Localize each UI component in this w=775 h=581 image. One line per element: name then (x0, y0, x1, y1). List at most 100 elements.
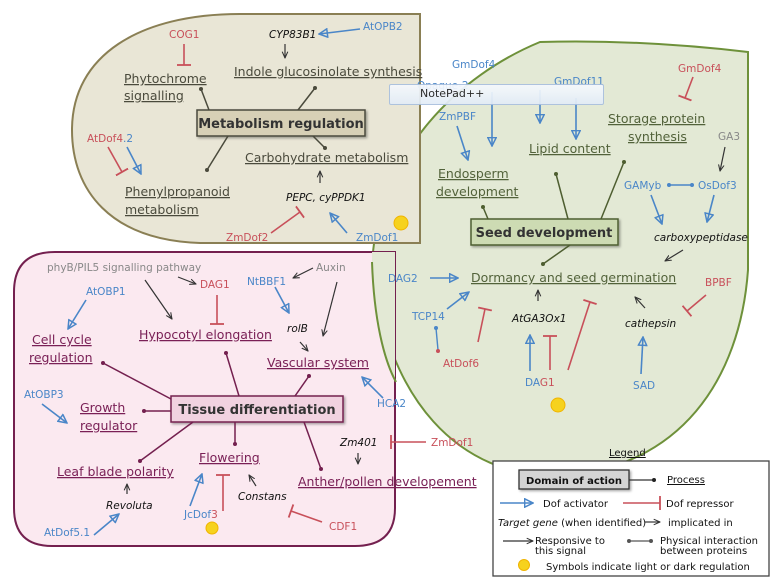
gene-cyp83b1: CYP83B1 (269, 29, 316, 41)
activate-arrow (446, 292, 469, 310)
legend-responsive-label-2: this signal (535, 546, 586, 557)
regulator-cog1: COG1 (169, 29, 199, 41)
connector (102, 362, 172, 400)
connector (206, 135, 229, 171)
activate-arrow (93, 514, 119, 536)
legend-repressor-label: Dof repressor (666, 499, 734, 510)
legend-domain-label: Domain of action (526, 476, 622, 487)
legend-target-gene: Target gene (when identified) (498, 518, 646, 529)
activate-arrow (362, 377, 384, 399)
activate-arrow (319, 29, 361, 34)
metabolism-content: COG1 Phytochrome signalling CYP83B1 AtOP… (87, 21, 422, 244)
regulator-zmpbf: ZmPBF (439, 111, 476, 123)
sun-icon (393, 215, 409, 231)
responsive-arrow (293, 267, 314, 278)
process-storage-protein: Storage protein (608, 111, 705, 126)
domain-label-metabolism: Metabolism regulation (198, 117, 364, 132)
activate-arrow (126, 146, 141, 174)
domain-box-seed (470, 218, 619, 246)
repress-arrow (270, 205, 305, 234)
signal-ga3: GA3 (718, 131, 740, 143)
domain-label-seed: Seed development (476, 226, 613, 241)
regulator-zmdof1: ZmDof1 (356, 232, 398, 244)
process-storage-protein-2: synthesis (628, 129, 687, 144)
connector (139, 421, 194, 462)
process-dormancy: Dormancy and seed germination (471, 270, 676, 285)
connector (482, 206, 489, 220)
process-cell-cycle-2: regulation (29, 350, 93, 365)
gene-constans: Constans (238, 491, 287, 503)
regulator-gamyb: GAMyb (624, 180, 662, 192)
connector (600, 161, 625, 220)
regulator-tcp14: TCP14 (411, 311, 445, 323)
activate-arrow (641, 337, 643, 375)
legend-sun-icon (518, 559, 530, 571)
regulator-dag1: DAG1 (525, 377, 555, 389)
connector (225, 352, 240, 397)
regulator-atopb2: AtOPB2 (363, 21, 403, 33)
gene-atga3ox1: AtGA3Ox1 (511, 313, 566, 325)
legend-implicated-label: implicated in (668, 518, 733, 529)
regulator-gmdof4-activator: GmDof4 (452, 59, 496, 71)
repress-arrow (477, 306, 493, 343)
legend-process-label: Process (667, 475, 705, 486)
signal-phyb-pil5: phyB/PIL5 signalling pathway (47, 262, 201, 274)
regulator-bpbf: BPBF (705, 277, 732, 289)
activate-arrow (68, 299, 87, 329)
process-endosperm-2: development (436, 184, 519, 199)
responsive-arrow (144, 279, 172, 319)
regulator-atobp3: AtOBP3 (24, 389, 64, 401)
process-growth-2: regulator (80, 418, 138, 433)
implicated-arrow (665, 249, 684, 261)
process-phytochrome-2: signalling (124, 88, 184, 103)
regulator-zmdof2: ZmDof2 (226, 232, 268, 244)
regulator-gmdof4-repressor: GmDof4 (678, 63, 722, 75)
legend-physical-label-2: between proteins (660, 546, 747, 557)
repress-arrow (567, 298, 597, 371)
regulator-sad: SAD (633, 380, 655, 392)
implicated-arrow (249, 475, 257, 487)
activate-arrow (456, 125, 468, 160)
regulator-ntbbf1: NtBBF1 (247, 276, 286, 288)
process-flowering: Flowering (199, 450, 260, 465)
sun-icon (205, 521, 219, 535)
physical-interaction-line (435, 327, 439, 351)
regulator-dag1: DAG1 (200, 279, 230, 291)
activate-arrow (330, 213, 348, 234)
responsive-arrow (720, 146, 726, 171)
seed-content: GmDof4 Opaque-2 GmDof11 ZmPBF Endosperm … (388, 59, 748, 419)
connector (297, 87, 316, 111)
connector (200, 88, 210, 111)
gene-carboxypeptidase: carboxypeptidase (654, 232, 748, 244)
process-vascular: Vascular system (267, 355, 369, 370)
repress-arrow (107, 146, 129, 177)
process-cell-cycle: Cell cycle (32, 332, 92, 347)
responsive-arrow (323, 281, 338, 336)
repress-arrow (287, 504, 323, 523)
connector (542, 244, 571, 265)
connector (303, 421, 322, 470)
regulator-atdof6: AtDof6 (443, 358, 479, 370)
responsive-arrow (177, 276, 196, 284)
domain-box-tissue (170, 395, 344, 423)
regulator-zmdof1: ZmDof1 (431, 437, 473, 449)
tissue-content: phyB/PIL5 signalling pathway DAG1 Hypoco… (24, 262, 477, 540)
legend: Legend Domain of action Process Dof acti… (492, 448, 770, 577)
legend-physical-label: Physical interaction (660, 536, 758, 547)
process-carbohydrate: Carbohydrate metabolism (245, 150, 408, 165)
process-lipid: Lipid content (529, 141, 611, 156)
gene-pepc: PEPC, cyPPDK1 (286, 192, 366, 204)
gene-rolb: rolB (287, 323, 308, 335)
process-hypocotyl: Hypocotyl elongation (139, 327, 272, 342)
implicated-arrow (299, 341, 308, 351)
gene-zm401: Zm401 (339, 437, 377, 449)
repress-arrow (678, 76, 694, 102)
legend-responsive-label: Responsive to (535, 536, 605, 547)
regulator-jcdof3: JcDof3 (183, 509, 218, 521)
activate-arrow (41, 403, 67, 423)
gene-revoluta: Revoluta (106, 500, 153, 512)
connector (555, 173, 569, 220)
process-anther-pollen: Anther/pollen developement (298, 474, 477, 489)
legend-symbols-label: Symbols indicate light or dark regulatio… (546, 562, 750, 573)
